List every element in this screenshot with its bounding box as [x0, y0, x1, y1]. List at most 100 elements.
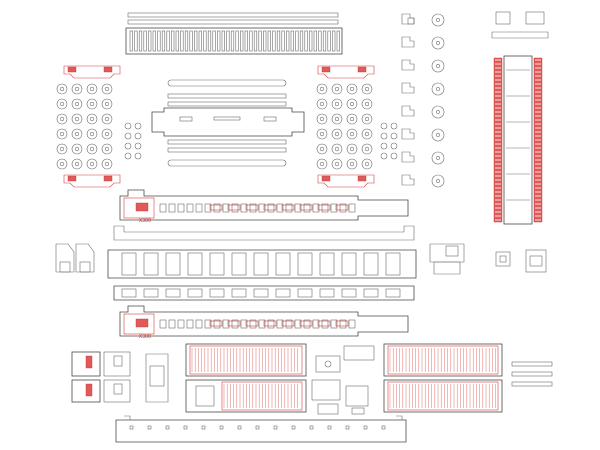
frame-detail	[187, 252, 203, 276]
floor-slot	[237, 425, 242, 430]
wheel-part	[361, 83, 373, 95]
wheel-hub	[364, 86, 370, 92]
wheel-hub	[349, 161, 355, 167]
wheel-part	[346, 98, 358, 110]
wheel-part	[86, 83, 98, 95]
frame-detail	[341, 288, 357, 298]
comb-tooth	[171, 30, 175, 52]
bogie-frame-top-left	[63, 65, 121, 79]
wheel-hub	[89, 161, 95, 167]
wheel-part	[56, 113, 68, 125]
gear-part	[380, 142, 388, 150]
comb-tooth	[129, 30, 133, 52]
floor-slot	[219, 425, 224, 430]
gear-part	[124, 142, 132, 150]
comb-tooth	[299, 30, 304, 52]
comb-tooth	[258, 30, 262, 52]
frame-detail	[209, 252, 225, 276]
gear-part	[390, 152, 398, 160]
wheel-hub	[89, 131, 95, 137]
round-part	[431, 36, 445, 50]
window-red	[245, 320, 259, 327]
roof-panel-left-top	[185, 343, 307, 377]
comb-tooth	[309, 30, 313, 52]
gear-part	[380, 152, 388, 160]
frame-detail	[363, 288, 379, 298]
side-window	[159, 319, 167, 329]
comb-strip	[125, 12, 343, 55]
side-window	[258, 319, 266, 329]
bracket-part	[401, 59, 415, 71]
wheel-part	[86, 113, 98, 125]
side-window	[240, 319, 248, 329]
wheel-hub	[74, 86, 80, 92]
side-window	[249, 319, 257, 329]
frame-detail	[297, 288, 313, 298]
wheel-part	[56, 158, 68, 170]
comb-tooth	[175, 30, 179, 52]
wheel-part	[346, 143, 358, 155]
round-part-hole	[436, 18, 440, 22]
frame-detail	[275, 288, 291, 298]
side-window	[159, 203, 167, 213]
frame-detail	[275, 252, 291, 276]
rail-strips	[511, 361, 553, 387]
comb-tooth	[152, 30, 156, 52]
wheel-hub	[349, 116, 355, 122]
floor-slot	[291, 425, 296, 430]
wheel-hub	[89, 116, 95, 122]
round-part	[431, 13, 445, 27]
side-window	[348, 203, 356, 213]
wheel-hub	[59, 86, 65, 92]
frame-detail	[231, 288, 247, 298]
side-window	[213, 203, 221, 213]
wheel-hub	[319, 161, 325, 167]
panel-outline	[387, 381, 499, 411]
frame-detail	[121, 252, 137, 276]
comb-tooth	[157, 30, 161, 52]
wheel-hub	[74, 161, 80, 167]
wheel-hub	[89, 146, 95, 152]
underframe-long-1	[113, 225, 415, 241]
roof-panel-right-top	[383, 343, 503, 377]
wheel-hub	[104, 86, 110, 92]
frame-detail	[385, 288, 401, 298]
gear-part	[380, 122, 388, 130]
wheel-part	[71, 113, 83, 125]
wheel-part	[346, 158, 358, 170]
round-part-hole	[436, 87, 440, 91]
side-window	[177, 319, 185, 329]
side-window	[168, 203, 176, 213]
frame-detail	[165, 252, 181, 276]
gear-part	[134, 122, 142, 130]
wheel-part	[331, 158, 343, 170]
gear-part	[124, 152, 132, 160]
side-window	[339, 203, 347, 213]
wheel-part	[56, 83, 68, 95]
bracket-part	[401, 151, 415, 163]
side-window	[249, 203, 257, 213]
frame-detail	[341, 252, 357, 276]
underframe-long-2	[107, 249, 417, 279]
comb-tooth	[180, 30, 184, 52]
end-parts-left	[55, 243, 95, 273]
panel-outline	[387, 345, 499, 375]
comb-tooth	[161, 30, 166, 52]
wheel-part	[331, 113, 343, 125]
side-window	[276, 319, 284, 329]
wheel-hub	[104, 131, 110, 137]
wheel-hub	[59, 101, 65, 107]
comb-tooth	[235, 30, 239, 52]
wheel-part	[316, 143, 328, 155]
wheel-hub	[59, 131, 65, 137]
bracket-part	[401, 105, 415, 117]
side-window	[294, 203, 302, 213]
window-red	[335, 204, 349, 211]
floor-slot	[327, 425, 332, 430]
side-window	[186, 319, 194, 329]
wheel-part	[71, 128, 83, 140]
gear-part	[124, 122, 132, 130]
wheel-hub	[364, 116, 370, 122]
wheel-part	[361, 128, 373, 140]
round-part	[431, 128, 445, 142]
